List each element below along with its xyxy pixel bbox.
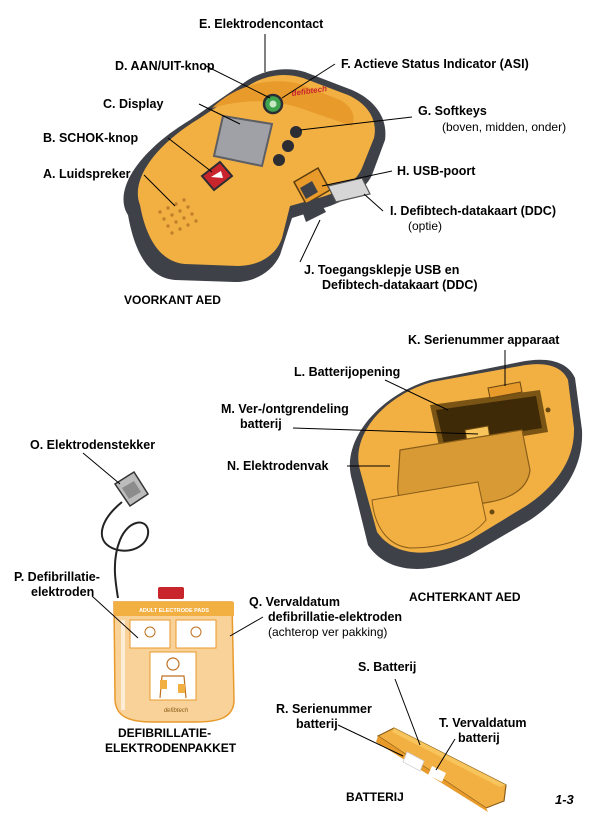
label-o-electrode-connector: O. Elektrodenstekker [30, 438, 156, 452]
caption-back-aed: ACHTERKANT AED [409, 590, 521, 604]
back-leader-lines [292, 350, 506, 467]
label-j-access-door-line1: J. Toegangsklepje USB en [304, 263, 460, 277]
label-l-battery-opening: L. Batterijopening [294, 365, 401, 379]
label-j-access-door-line2: Defibtech-datakaart (DDC) [322, 278, 478, 292]
electrode-leader-lines [82, 452, 264, 639]
label-p-electrodes-line1: P. Defibrillatie- [14, 570, 100, 584]
battery-leader-lines [337, 678, 456, 771]
label-q-expiry-line2: defibrillatie-elektroden [268, 610, 403, 624]
label-n-electrode-compartment: N. Elektrodenvak [227, 459, 329, 473]
label-k-device-serial: K. Serienummer apparaat [408, 333, 560, 347]
back-aed-illustration [349, 359, 583, 569]
caption-battery: BATTERIJ [346, 790, 404, 804]
label-f-status-indicator: F. Actieve Status Indicator (ASI) [341, 57, 529, 71]
pouch-header-text: ADULT ELECTRODE PADS [139, 608, 209, 614]
label-m-battery-latch-line2: batterij [240, 417, 282, 431]
caption-electrode-pack-line1: DEFIBRILLATIE- [118, 726, 212, 740]
label-i-data-card-sub: (optie) [408, 219, 443, 233]
caption-front-aed: VOORKANT AED [124, 293, 221, 307]
label-e-electrode-contact: E. Elektrodencontact [199, 17, 324, 31]
front-leader-lines [143, 34, 413, 263]
label-c-display: C. Display [103, 97, 164, 111]
caption-electrode-pack-line2: ELEKTRODENPAKKET [105, 741, 237, 755]
label-b-shock-button: B. SCHOK-knop [43, 131, 139, 145]
label-a-speaker: A. Luidspreker [43, 167, 131, 181]
label-g-softkeys: G. Softkeys [418, 104, 487, 118]
label-h-usb-port: H. USB-poort [397, 164, 476, 178]
label-g-softkeys-sub: (boven, midden, onder) [442, 120, 567, 134]
page-number: 1-3 [555, 792, 574, 807]
label-t-battery-expiry-line2: batterij [458, 731, 500, 745]
electrode-pouch-illustration [113, 587, 235, 723]
label-q-expiry-sub: (achterop ver pakking) [268, 625, 388, 639]
label-p-electrodes-line2: elektroden [31, 585, 95, 599]
electrode-connector-illustration [100, 470, 150, 599]
label-q-expiry-line1: Q. Vervaldatum [249, 595, 341, 609]
label-r-battery-serial-line2: batterij [296, 717, 338, 731]
label-d-power-button: D. AAN/UIT-knop [115, 59, 215, 73]
label-t-battery-expiry-line1: T. Vervaldatum [439, 716, 527, 730]
label-i-data-card: I. Defibtech-datakaart (DDC) [390, 204, 556, 218]
label-s-battery: S. Batterij [358, 660, 417, 674]
pouch-brand-text: defibtech [164, 708, 189, 714]
label-m-battery-latch-line1: M. Ver-/ontgrendeling [221, 402, 349, 416]
front-aed-illustration [123, 69, 386, 283]
label-r-battery-serial-line1: R. Serienummer [276, 702, 372, 716]
battery-illustration [376, 727, 507, 812]
